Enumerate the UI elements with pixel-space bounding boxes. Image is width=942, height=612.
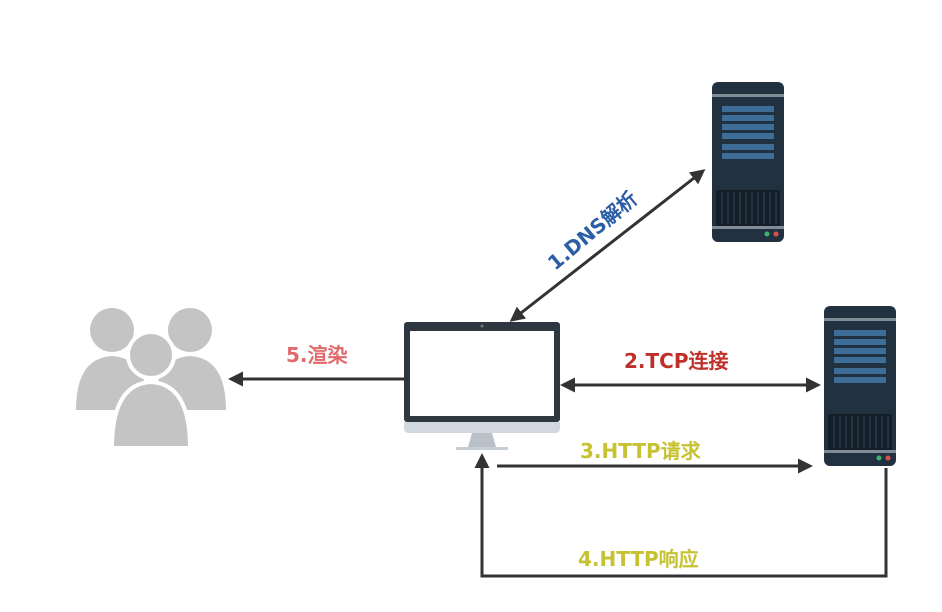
tcp-label: 2.TCP连接: [624, 349, 729, 373]
response-arrow: [474, 453, 888, 578]
users-icon: [76, 308, 226, 450]
response-label: 4.HTTP响应: [578, 547, 699, 571]
render-label: 5.渲染: [286, 343, 349, 367]
web-server-icon: [823, 305, 897, 467]
computer-monitor-icon: [404, 322, 560, 450]
dns-server-icon: [711, 81, 785, 243]
dns-arrow: [509, 169, 706, 322]
request-label: 3.HTTP请求: [580, 439, 702, 463]
